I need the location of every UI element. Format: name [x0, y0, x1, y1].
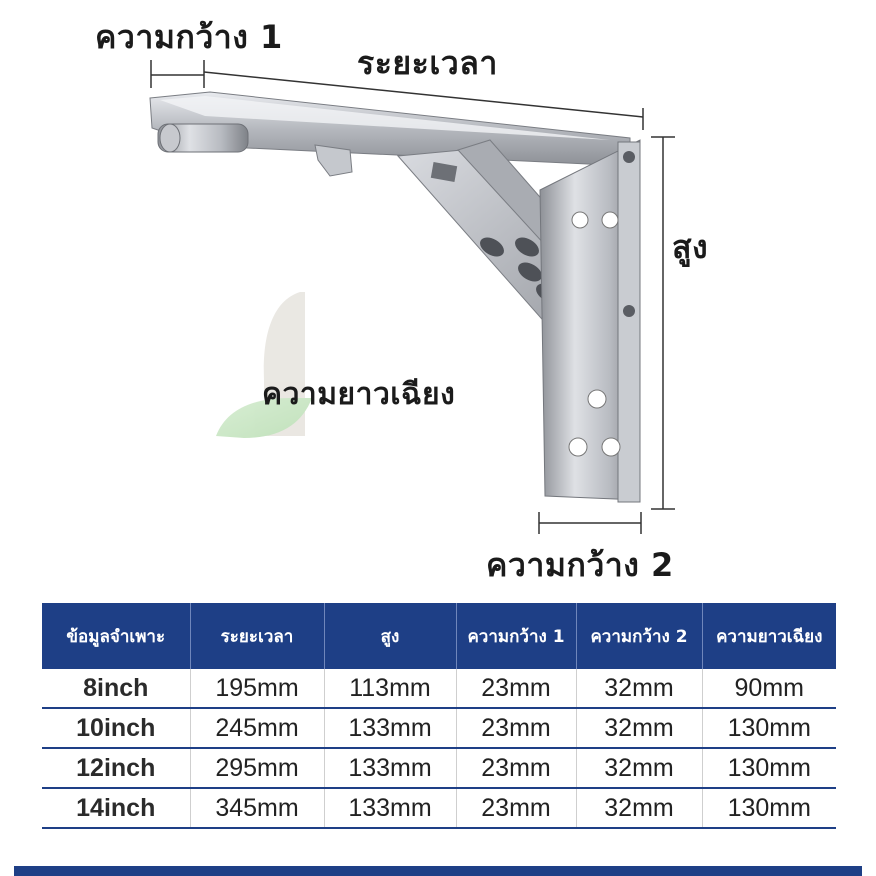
length-label: ระยะเวลา — [357, 44, 498, 82]
table-header-row: ข้อมูลจำเพาะ ระยะเวลา สูง ความกว้าง 1 คว… — [42, 603, 836, 669]
row-width1: 23mm — [456, 669, 577, 709]
row-width2: 32mm — [576, 708, 703, 749]
header-height: สูง — [324, 603, 457, 669]
dimension-lines — [150, 60, 675, 534]
row-length: 345mm — [190, 788, 325, 829]
width2-label: ความกว้าง 2 — [486, 546, 674, 584]
row-diagonal: 130mm — [702, 708, 836, 749]
row-size: 12inch — [42, 748, 191, 789]
row-height: 133mm — [324, 708, 457, 749]
table-row: 8inch 195mm 113mm 23mm 32mm 90mm — [42, 669, 836, 709]
bracket-horizontal-arm — [149, 91, 631, 177]
header-length: ระยะเวลา — [190, 603, 325, 669]
bracket-vertical-arm — [539, 139, 641, 503]
spec-table: ข้อมูลจำเพาะ ระยะเวลา สูง ความกว้าง 1 คว… — [42, 603, 836, 829]
header-width1: ความกว้าง 1 — [456, 603, 577, 669]
header-width2: ความกว้าง 2 — [576, 603, 703, 669]
row-height: 113mm — [324, 669, 457, 709]
row-width1: 23mm — [456, 708, 577, 749]
bottom-accent-bar — [14, 866, 862, 876]
width1-label: ความกว้าง 1 — [95, 18, 283, 56]
row-width1: 23mm — [456, 748, 577, 789]
row-length: 195mm — [190, 669, 325, 709]
header-spec: ข้อมูลจำเพาะ — [42, 603, 191, 669]
row-width2: 32mm — [576, 669, 703, 709]
row-height: 133mm — [324, 748, 457, 789]
watermark-logo — [216, 292, 312, 438]
row-width2: 32mm — [576, 788, 703, 829]
row-height: 133mm — [324, 788, 457, 829]
row-size: 10inch — [42, 708, 191, 749]
row-width1: 23mm — [456, 788, 577, 829]
folding-bracket-illustration — [149, 60, 675, 534]
table-row: 14inch 345mm 133mm 23mm 32mm 130mm — [42, 788, 836, 829]
row-size: 8inch — [42, 669, 191, 709]
diagonal-length-label: ความยาวเฉียง — [262, 377, 456, 412]
row-diagonal: 130mm — [702, 788, 836, 829]
row-size: 14inch — [42, 788, 191, 829]
table-row: 10inch 245mm 133mm 23mm 32mm 130mm — [42, 708, 836, 749]
row-diagonal: 130mm — [702, 748, 836, 789]
row-length: 295mm — [190, 748, 325, 789]
header-diagonal: ความยาวเฉียง — [702, 603, 836, 669]
table-row: 12inch 295mm 133mm 23mm 32mm 130mm — [42, 748, 836, 789]
row-length: 245mm — [190, 708, 325, 749]
row-diagonal: 90mm — [702, 669, 836, 709]
row-width2: 32mm — [576, 748, 703, 789]
height-label: สูง — [672, 228, 709, 266]
